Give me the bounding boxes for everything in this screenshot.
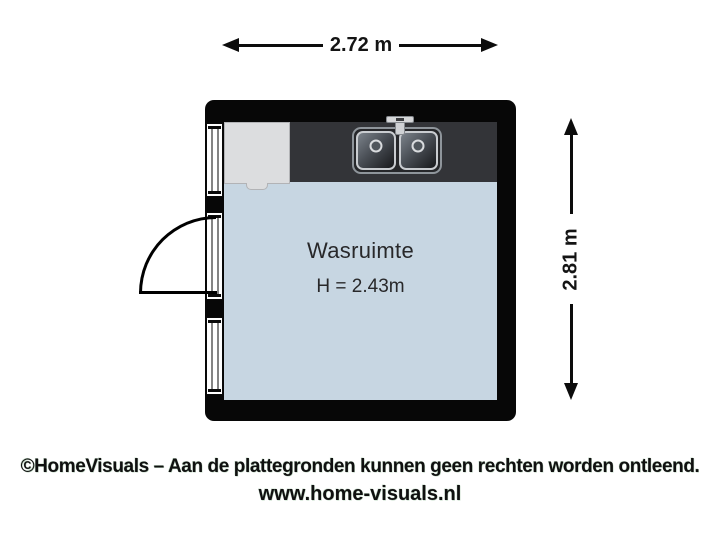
faucet-spout-icon <box>396 118 404 121</box>
arrow-right-icon <box>481 38 498 52</box>
room-name: Wasruimte <box>306 238 414 263</box>
window-bottom <box>206 317 223 395</box>
cabinet-handle <box>246 183 268 190</box>
door-leaf <box>139 291 217 294</box>
window-mullion <box>211 128 218 192</box>
height-value: 2.81 m <box>560 227 583 291</box>
window-top <box>206 123 223 197</box>
drain-icon <box>411 139 425 153</box>
cabinet-block <box>224 122 290 184</box>
width-dimension-label: 2.72 m <box>323 32 399 59</box>
footer-disclaimer: ©HomeVisuals – Aan de plattegronden kunn… <box>20 456 700 477</box>
footer-url: www.home-visuals.nl <box>258 483 462 505</box>
window-mullion <box>211 322 218 390</box>
footer: ©HomeVisuals – Aan de plattegronden kunn… <box>0 456 720 506</box>
arrow-left-icon <box>222 38 239 52</box>
arrow-down-icon <box>564 383 578 400</box>
width-value: 2.72 m <box>329 34 393 56</box>
door-swing-arc <box>139 216 216 293</box>
faucet-stem-icon <box>395 123 405 135</box>
sink-basin-right-icon <box>398 131 438 170</box>
room-labels: Wasruimte H = 2.43m <box>224 238 497 298</box>
height-dimension-label: 2.81 m <box>553 214 590 304</box>
arrow-up-icon <box>564 118 578 135</box>
drain-icon <box>369 139 383 153</box>
ceiling-height-label: H = 2.43m <box>316 276 405 297</box>
sink-basin-left-icon <box>356 131 396 170</box>
